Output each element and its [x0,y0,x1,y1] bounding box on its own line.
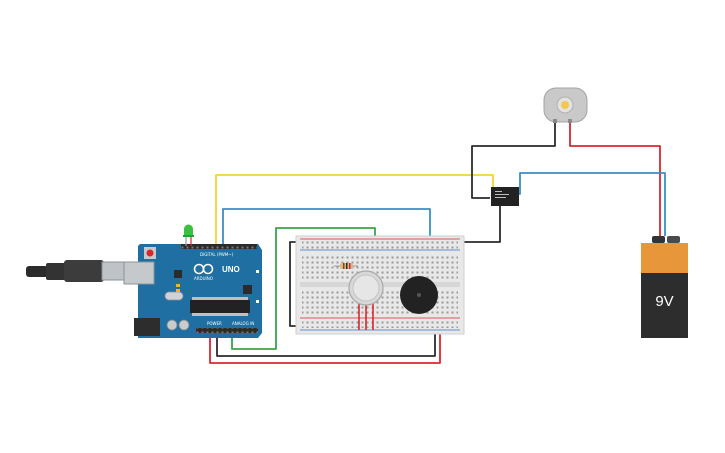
wire-yellow-relay-signal[interactable] [215,174,494,246]
usb-plug-metal [101,261,128,281]
arduino-power-label: POWER [207,321,222,326]
reset-button[interactable] [146,249,154,257]
wire-blue-relay-battery[interactable] [512,172,666,236]
battery-terminal-positive [667,236,680,243]
arduino-uno[interactable]: UNO ARDUINO DIGITAL (PWM~) POWER ANALOG … [123,244,262,338]
crystal [164,291,184,301]
wire-black-relay-motor[interactable] [471,122,556,199]
capacitor-1 [166,319,178,331]
resistor[interactable] [334,263,358,269]
terminal-strip-top [302,254,458,280]
icsp-header-2 [243,285,252,294]
battery-terminal-negative [652,236,665,243]
usb-socket [123,261,155,285]
usb-cable-cord [26,266,48,277]
arduino-logo-icon [193,263,214,275]
battery-top [641,243,688,273]
capacitor-2 [178,319,190,331]
arduino-brand-label: ARDUINO [194,276,213,281]
battery-body [641,273,688,338]
piezo-buzzer[interactable] [400,276,438,314]
wire-black-gnd[interactable] [216,326,436,357]
arduino-analog-label: ANALOG IN [232,321,254,326]
dc-motor[interactable] [543,87,588,123]
bottom-power-rail [302,320,458,328]
usb-plug-body [64,260,104,282]
wire-green-sensor[interactable] [231,227,376,350]
led-icon [184,224,193,236]
atmega-chip [190,300,250,313]
usb-cable[interactable] [26,260,128,282]
arduino-digital-label: DIGITAL (PWM~) [200,252,234,257]
battery-9v[interactable]: 9V [641,236,688,338]
power-jack [134,318,160,336]
motor-shaft [561,101,569,109]
wire-red-motor-battery[interactable] [569,122,661,236]
battery-label: 9V [655,293,673,310]
chip-pins [192,297,248,316]
top-power-rail [302,241,458,249]
usb-plug-strain [46,263,66,280]
green-led[interactable] [183,224,194,247]
relay-module[interactable] [491,187,519,206]
arduino-model-label: UNO [222,265,240,274]
icsp-header [174,270,182,278]
gas-sensor[interactable] [348,270,384,306]
relay-icon [491,187,519,206]
wire-blue-buzzer[interactable] [222,208,431,247]
